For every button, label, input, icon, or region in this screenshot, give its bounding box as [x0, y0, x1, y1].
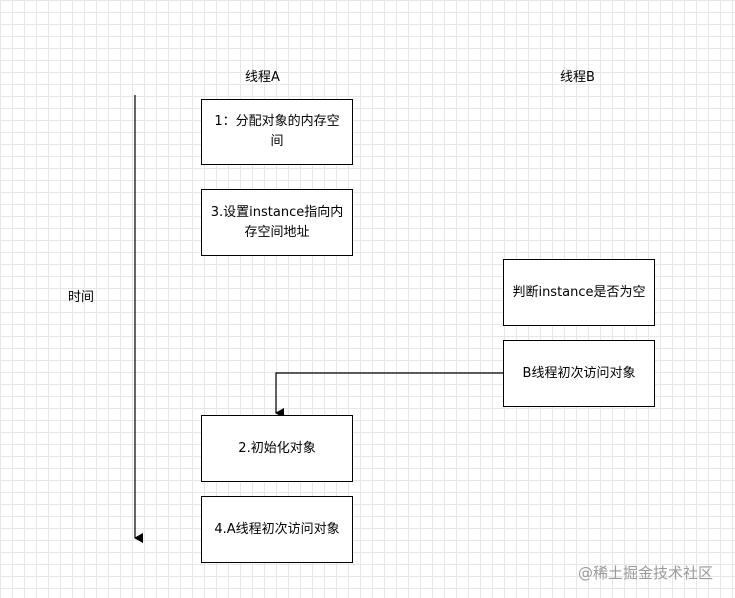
thread-a-step-first-access: 4.A线程初次访问对象 [201, 496, 353, 563]
thread-a-step-set-instance-pointer: 3.设置instance指向内存空间地址 [201, 189, 353, 256]
thread-b-step-check-null: 判断instance是否为空 [503, 259, 655, 326]
b-to-a-connector-arrow [275, 372, 503, 418]
watermark: @稀土掘金技术社区 [578, 564, 714, 582]
thread-a-step-allocate-memory: 1：分配对象的内存空间 [201, 99, 353, 165]
thread-b-step-first-access: B线程初次访问对象 [503, 340, 655, 407]
thread-a-label: 线程A [245, 70, 280, 85]
time-label: 时间 [68, 290, 95, 305]
thread-b-label: 线程B [560, 70, 595, 85]
thread-a-step-initialize-object: 2.初始化对象 [201, 415, 353, 482]
